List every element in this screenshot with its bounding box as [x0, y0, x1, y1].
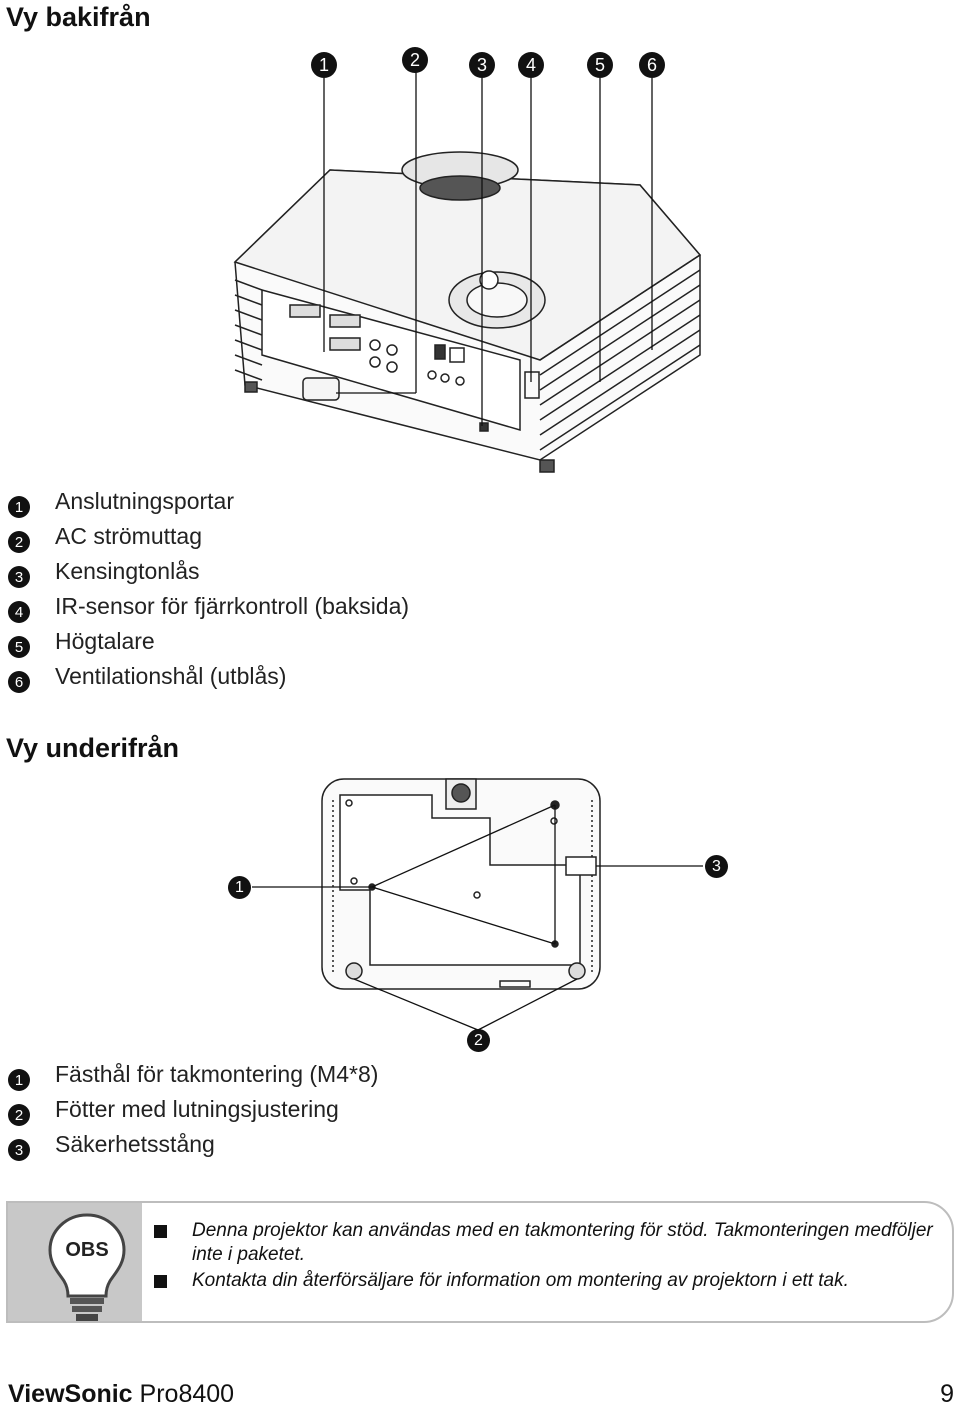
square-bullet-icon	[154, 1275, 167, 1288]
legend-number: 1	[8, 496, 30, 518]
legend-number: 2	[8, 531, 30, 553]
legend-label: Högtalare	[55, 628, 155, 654]
legend-label: Fötter med lutningsjustering	[55, 1096, 339, 1122]
rear-callout-4: 4	[518, 52, 544, 78]
legend-label: IR-sensor för fjärrkontroll (baksida)	[55, 593, 410, 619]
note-list: Denna projektor kan användas med en takm…	[150, 1219, 940, 1295]
legend-label: Kensingtonlås	[55, 558, 200, 584]
legend-number: 6	[8, 671, 30, 693]
note-box: OBS Denna projektor kan användas med en …	[6, 1201, 954, 1323]
rear-callout-6: 6	[639, 52, 665, 78]
note-text: Denna projektor kan användas med en takm…	[192, 1220, 933, 1265]
page-number: 9	[940, 1380, 954, 1407]
legend-number: 4	[8, 601, 30, 623]
note-icon-panel: OBS	[8, 1203, 142, 1321]
legend-label: Anslutningsportar	[55, 488, 234, 514]
legend-label: Ventilationshål (utblås)	[55, 663, 287, 689]
legend-number: 2	[8, 1104, 30, 1126]
bottom-callout-1: 1	[228, 876, 251, 899]
bottom-callout-3: 3	[705, 855, 728, 878]
model-name: Pro8400	[139, 1380, 235, 1407]
legend-label: AC strömuttag	[55, 523, 202, 549]
legend-number: 5	[8, 636, 30, 658]
lightbulb-icon: OBS	[48, 1213, 126, 1321]
rear-callout-3: 3	[469, 52, 495, 78]
note-text: Kontakta din återförsäljare för informat…	[192, 1270, 849, 1291]
brand-name: ViewSonic	[8, 1380, 133, 1407]
rear-callout-1: 1	[311, 52, 337, 78]
note-item: Denna projektor kan användas med en takm…	[150, 1219, 940, 1267]
note-icon-label: OBS	[65, 1239, 108, 1261]
legend-number: 1	[8, 1069, 30, 1091]
rear-callout-5: 5	[587, 52, 613, 78]
bottom-callout-2: 2	[467, 1029, 490, 1052]
rear-view-heading: Vy bakifrån	[6, 2, 151, 32]
rear-callout-2: 2	[402, 47, 428, 73]
projector-bottom-diagram	[252, 778, 703, 1031]
legend-number: 3	[8, 566, 30, 588]
legend-number: 3	[8, 1139, 30, 1161]
square-bullet-icon	[154, 1225, 167, 1238]
note-item: Kontakta din återförsäljare för informat…	[150, 1269, 940, 1293]
bottom-view-heading: Vy underifrån	[6, 733, 180, 763]
legend-label: Fästhål för takmontering (M4*8)	[55, 1061, 379, 1087]
projector-rear-diagram	[233, 72, 702, 473]
footer-brand: ViewSonic Pro8400	[8, 1380, 234, 1407]
legend-label: Säkerhetsstång	[55, 1131, 215, 1157]
